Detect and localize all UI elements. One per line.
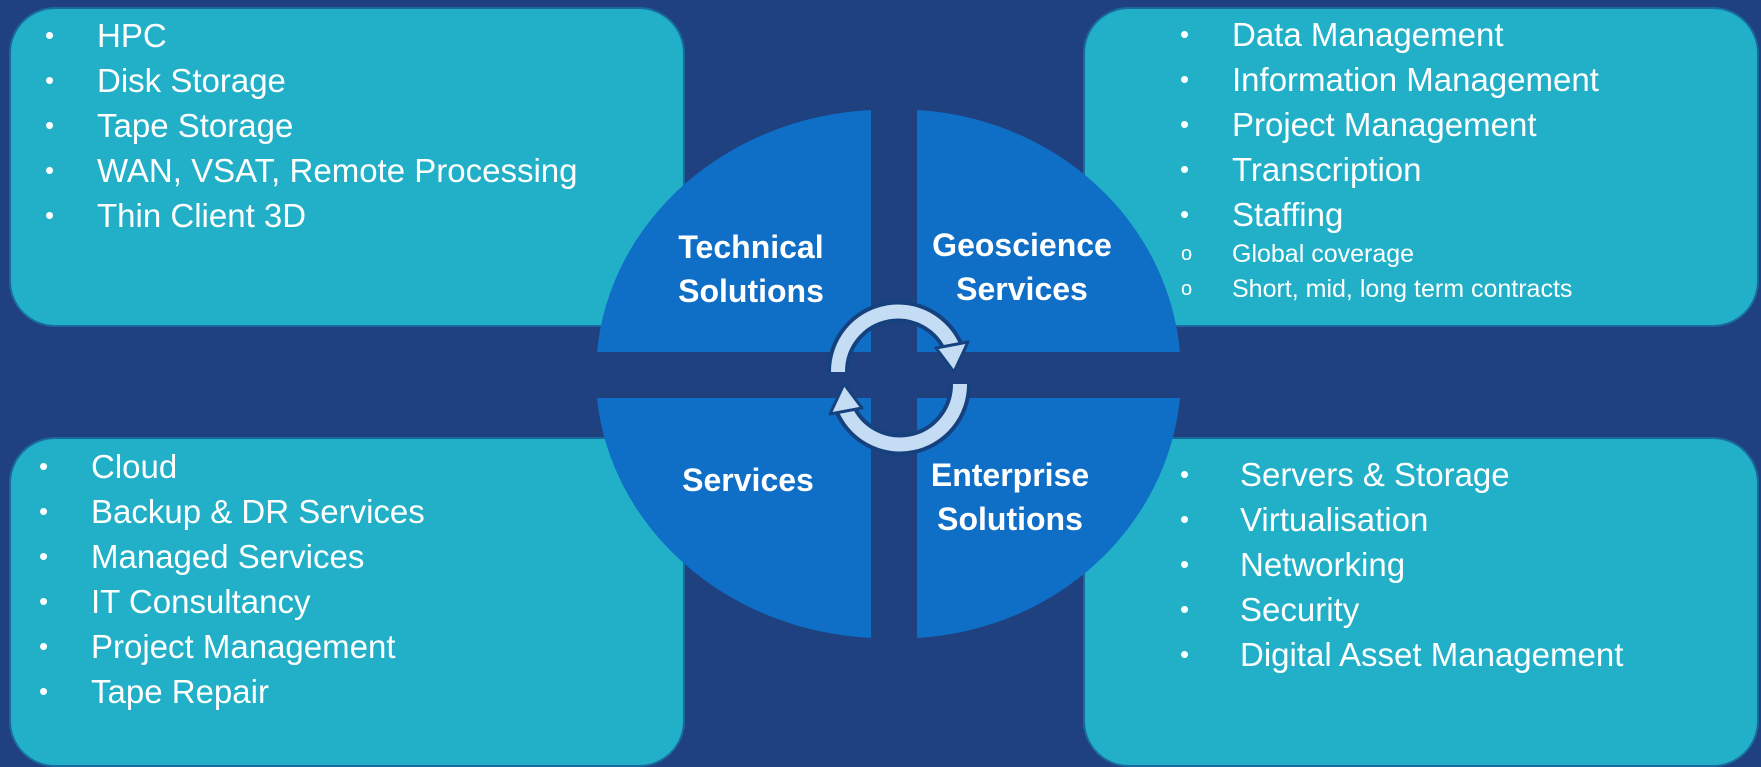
- list-item: •Information Management: [1180, 57, 1599, 102]
- sub-bullet-icon: o: [1181, 278, 1193, 300]
- quadrant-services: [597, 398, 871, 638]
- quadrant-technical-solutions: [597, 110, 871, 352]
- list-item: •Tape Storage: [45, 103, 577, 148]
- geoscience-services-list: •Data Management •Information Management…: [1180, 12, 1599, 307]
- bullet-icon: •: [45, 155, 55, 185]
- list-item: •Thin Client 3D: [45, 193, 577, 238]
- bullet-icon: •: [45, 200, 55, 230]
- quadrant-label-enterprise-solutions: Enterprise Solutions: [930, 457, 1090, 537]
- bullet-icon: •: [45, 65, 55, 95]
- list-item: •Disk Storage: [45, 58, 577, 103]
- list-item: •Security: [1180, 587, 1623, 632]
- list-item: •Networking: [1180, 542, 1623, 587]
- cycle-arrows-icon: [826, 300, 972, 456]
- panel-technical-solutions: [9, 7, 685, 327]
- bullet-icon: •: [1180, 19, 1190, 49]
- quadrant-geoscience-services: [917, 110, 1180, 352]
- bullet-icon: •: [1180, 154, 1190, 184]
- bullet-icon: •: [39, 631, 49, 661]
- bullet-icon: •: [39, 451, 49, 481]
- quadrant-label-geoscience-services: Geoscience Services: [932, 227, 1112, 307]
- bullet-icon: •: [1180, 109, 1190, 139]
- list-item: •Backup & DR Services: [39, 489, 425, 534]
- bullet-icon: •: [45, 110, 55, 140]
- list-item: •Managed Services: [39, 534, 425, 579]
- quadrant-label-technical-solutions: Technical Solutions: [678, 229, 824, 309]
- list-item: •Cloud: [39, 444, 425, 489]
- list-item: •Digital Asset Management: [1180, 632, 1623, 677]
- list-item: •Data Management: [1180, 12, 1599, 57]
- list-item: •Tape Repair: [39, 669, 425, 714]
- list-item: •Virtualisation: [1180, 497, 1623, 542]
- bullet-icon: •: [1180, 639, 1190, 669]
- bullet-icon: •: [39, 496, 49, 526]
- list-item: •Staffing: [1180, 192, 1599, 237]
- panel-geoscience-services: [1083, 7, 1759, 327]
- bullet-icon: •: [1180, 459, 1190, 489]
- enterprise-solutions-list: •Servers & Storage •Virtualisation •Netw…: [1180, 452, 1623, 677]
- list-item: •Project Management: [39, 624, 425, 669]
- list-item: •Project Management: [1180, 102, 1599, 147]
- bullet-icon: •: [1180, 549, 1190, 579]
- sub-bullet-icon: o: [1181, 243, 1193, 265]
- list-item: •IT Consultancy: [39, 579, 425, 624]
- quadrant-label-services: Services: [682, 462, 814, 498]
- bullet-icon: •: [1180, 594, 1190, 624]
- bullet-icon: •: [1180, 199, 1190, 229]
- panel-enterprise-solutions: [1083, 437, 1759, 767]
- bullet-icon: •: [39, 541, 49, 571]
- bullet-icon: •: [39, 676, 49, 706]
- list-item: •Servers & Storage: [1180, 452, 1623, 497]
- quadrant-enterprise-solutions: [917, 398, 1180, 638]
- bullet-icon: •: [1180, 64, 1190, 94]
- bullet-icon: •: [45, 20, 55, 50]
- list-item: •Transcription: [1180, 147, 1599, 192]
- list-item: •HPC: [45, 13, 577, 58]
- bullet-icon: •: [39, 586, 49, 616]
- services-list: •Cloud •Backup & DR Services •Managed Se…: [39, 444, 425, 714]
- bullet-icon: •: [1180, 504, 1190, 534]
- list-item: •WAN, VSAT, Remote Processing: [45, 148, 577, 193]
- technical-solutions-list: •HPC •Disk Storage •Tape Storage •WAN, V…: [45, 13, 577, 238]
